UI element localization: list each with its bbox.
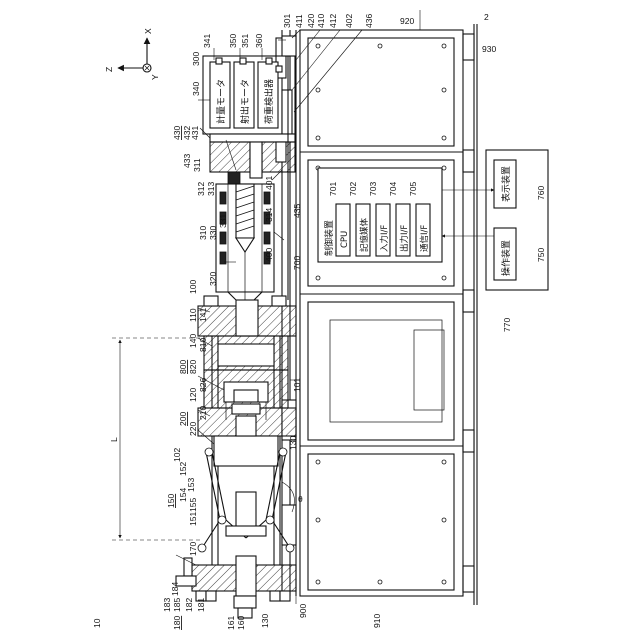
label-704: 704	[388, 182, 398, 196]
label-930: 930	[482, 44, 496, 54]
label-350: 350	[228, 34, 238, 48]
label-151: 151	[188, 512, 198, 526]
label-181: 181	[196, 598, 206, 612]
label-400: 400	[264, 248, 274, 262]
label-800: 800	[178, 360, 188, 374]
input-if-text: 入力I/F	[379, 225, 390, 252]
panel-screws	[316, 44, 446, 584]
label-410: 410	[316, 14, 326, 28]
label-705: 705	[408, 182, 418, 196]
external-devices	[442, 150, 548, 290]
label-826: 826	[198, 378, 208, 392]
label-331: 331	[218, 214, 228, 228]
label-155: 155	[188, 498, 198, 512]
label-154: 154	[178, 488, 188, 502]
label-170: 170	[188, 542, 198, 556]
label-300: 300	[191, 52, 201, 66]
label-330: 330	[208, 226, 218, 240]
axis-triad	[118, 38, 151, 72]
label-183: 183	[162, 598, 172, 612]
label-L: L	[109, 437, 119, 442]
label-10: 10	[92, 618, 102, 628]
label-340: 340	[191, 82, 201, 96]
label-702: 702	[348, 182, 358, 196]
label-351: 351	[240, 34, 250, 48]
label-313: 313	[206, 182, 216, 196]
label-130: 130	[288, 436, 298, 450]
axis-label-z: Z	[104, 67, 114, 72]
label-810: 810	[198, 338, 208, 352]
label-430: 430	[172, 126, 182, 140]
label-130b: 130	[260, 614, 270, 628]
label-184: 184	[170, 582, 180, 596]
label-120: 120	[188, 388, 198, 402]
label-703: 703	[368, 182, 378, 196]
label-182: 182	[184, 598, 194, 612]
injection-motor-text: 射出モータ	[239, 79, 251, 124]
storage-medium-text: 記憶媒体	[359, 217, 370, 252]
label-301: 301	[282, 14, 292, 28]
label-435: 435	[292, 204, 302, 218]
label-700: 700	[292, 256, 302, 270]
label-220: 220	[188, 422, 198, 436]
label-320: 320	[208, 272, 218, 286]
axis-label-y: Y	[150, 74, 160, 80]
label-100: 100	[188, 280, 198, 294]
label-701: 701	[328, 182, 338, 196]
label-341: 341	[202, 34, 212, 48]
label-412: 412	[328, 14, 338, 28]
screw	[236, 184, 254, 252]
label-436: 436	[364, 14, 374, 28]
label-152: 152	[178, 462, 188, 476]
load-detector-text: 荷重検出器	[263, 79, 275, 124]
machine-frame	[300, 24, 477, 605]
label-433: 433	[182, 154, 192, 168]
label-314: 314	[264, 208, 274, 222]
label-312: 312	[196, 182, 206, 196]
label-420: 420	[306, 14, 316, 28]
cpu-text: CPU	[340, 231, 350, 248]
label-185: 185	[172, 598, 182, 612]
label-161: 161	[226, 616, 236, 630]
label-750: 750	[536, 248, 546, 262]
output-if-text: 出力I/F	[399, 225, 410, 252]
comm-if-text: 通信I/F	[419, 225, 430, 252]
label-160: 160	[236, 616, 246, 630]
label-141: 141	[198, 308, 208, 322]
label-770: 770	[502, 318, 512, 332]
operation-device-text: 操作装置	[500, 240, 512, 276]
label-402: 402	[344, 14, 354, 28]
label-2: 2	[484, 12, 489, 22]
label-900: 900	[298, 604, 308, 618]
control-device-text: 制御装置	[323, 220, 335, 256]
label-311: 311	[192, 158, 202, 172]
label-910: 910	[372, 614, 382, 628]
label-150: 150	[166, 494, 176, 508]
reference-labels: 10 Z X Y L θ 2 300 341 350 351 360 340 3…	[92, 12, 546, 630]
label-411: 411	[294, 14, 304, 28]
label-920: 920	[400, 16, 414, 26]
label-401: 401	[264, 176, 274, 190]
label-102: 102	[172, 448, 182, 462]
label-theta: θ	[298, 494, 303, 504]
label-110: 110	[188, 308, 198, 322]
label-210: 210	[198, 406, 208, 420]
label-432: 432	[182, 126, 192, 140]
label-760: 760	[536, 186, 546, 200]
stationary-platen	[198, 296, 296, 336]
display-device-text: 表示装置	[500, 166, 512, 202]
label-140: 140	[188, 334, 198, 348]
toggle-support	[176, 556, 296, 596]
axis-label-x: X	[143, 28, 153, 34]
label-820: 820	[188, 360, 198, 374]
clamp-motor	[234, 596, 256, 618]
label-200: 200	[178, 412, 188, 426]
metering-motor-text: 計量モータ	[215, 79, 227, 124]
label-360: 360	[254, 34, 264, 48]
label-180: 180	[172, 616, 182, 630]
label-101: 101	[292, 378, 302, 392]
label-310: 310	[198, 226, 208, 240]
